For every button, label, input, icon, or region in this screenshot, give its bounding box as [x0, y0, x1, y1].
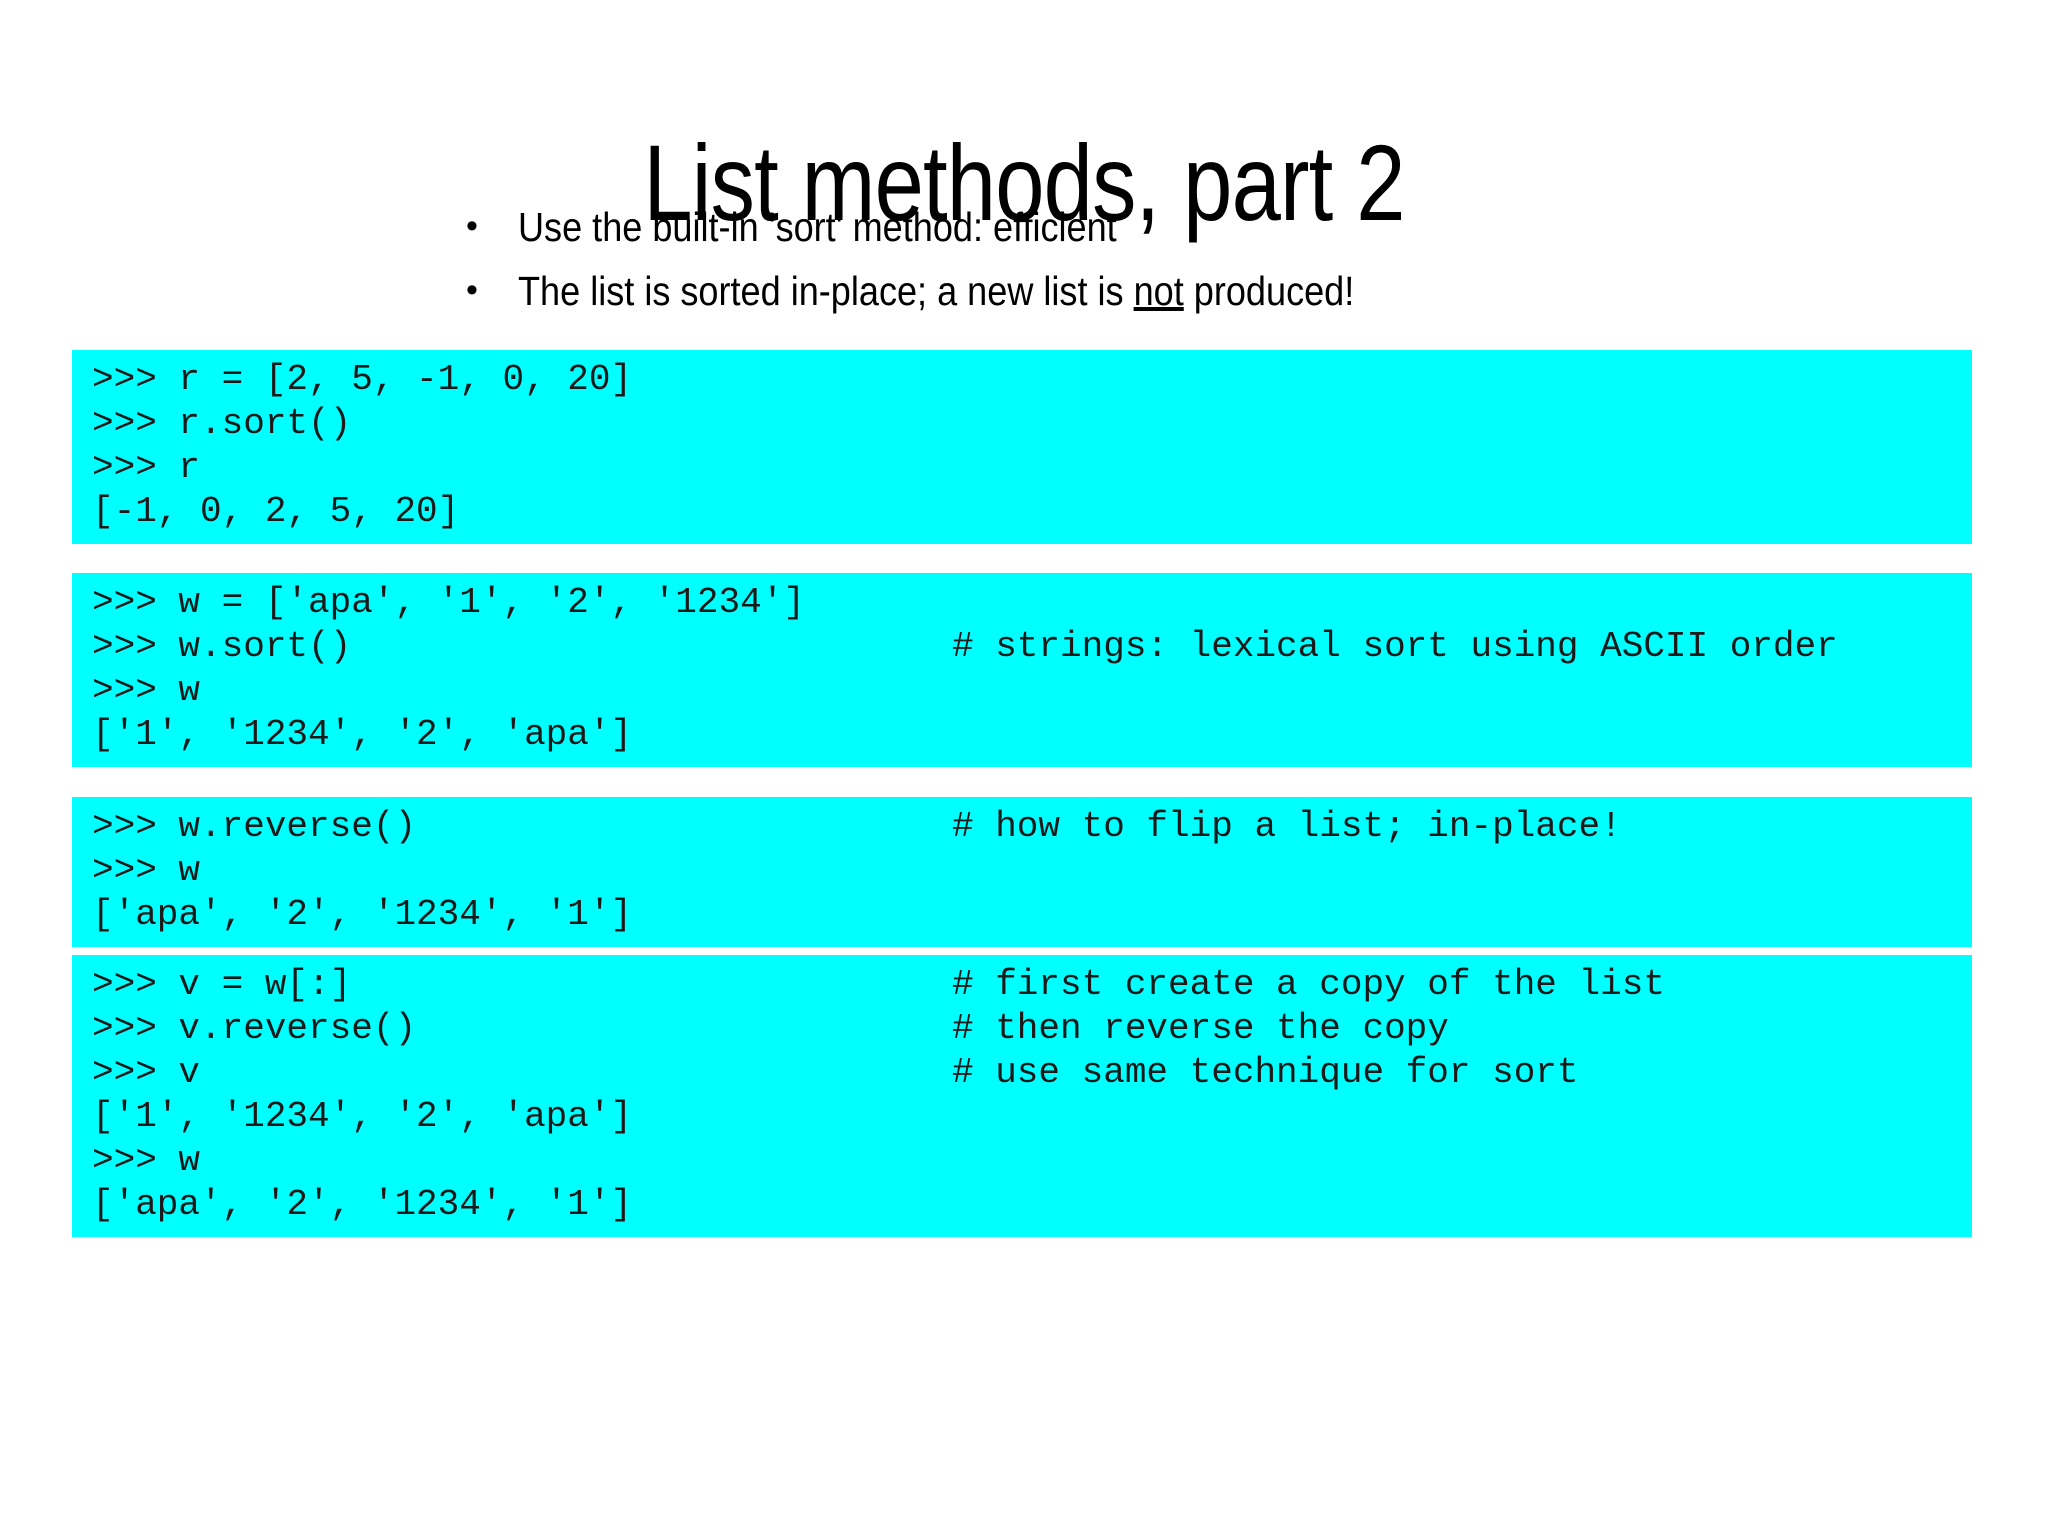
code-line: ['apa', '2', '1234', '1']: [72, 893, 1972, 937]
code-statement: >>> r.sort(): [92, 403, 352, 444]
code-statement: >>> w = ['apa', '1', '2', '1234']: [92, 582, 805, 623]
code-line: >>> v = w[:] # first create a copy of the…: [72, 963, 1972, 1007]
code-line: >>> r.sort(): [72, 402, 1972, 446]
code-statement: >>> r: [92, 447, 201, 488]
bullet-item: • The list is sorted in-place; a new list…: [440, 267, 1840, 315]
code-statement: >>> w: [92, 850, 201, 891]
code-line: >>> w = ['apa', '1', '2', '1234']: [72, 581, 1972, 625]
bullet-text-segment: Use the built-in 'sort' method: efficien…: [518, 204, 1117, 250]
code-line: >>> w.reverse() # how to flip a list; in-…: [72, 805, 1972, 849]
code-line: >>> w: [72, 669, 1972, 713]
code-line: ['1', '1234', '2', 'apa']: [72, 1095, 1972, 1139]
code-statement: ['1', '1234', '2', 'apa']: [92, 714, 633, 755]
bullet-text-segment: The list is sorted in-place; a new list …: [518, 267, 1134, 314]
code-line: ['apa', '2', '1234', '1']: [72, 1183, 1972, 1227]
code-statement: [-1, 0, 2, 5, 20]: [92, 491, 460, 532]
code-line: >>> r: [72, 446, 1972, 490]
bullet-list: • Use the built-in 'sort' method: efficie…: [440, 204, 1840, 333]
bullet-point-icon: •: [466, 270, 478, 309]
code-line: >>> r = [2, 5, -1, 0, 20]: [72, 358, 1972, 402]
bullet-text-segment: produced!: [1183, 267, 1355, 314]
code-comment: # first create a copy of the list: [952, 964, 1665, 1005]
code-statement: >>> w.sort(): [92, 626, 352, 667]
code-line: >>> v.reverse() # then reverse the copy: [72, 1007, 1972, 1051]
code-comment: # use same technique for sort: [952, 1052, 1579, 1093]
code-comment: # then reverse the copy: [952, 1008, 1449, 1049]
page-title: List methods, part 2: [643, 122, 1405, 244]
code-statement: >>> v.reverse(): [92, 1008, 417, 1049]
code-line: >>> w.sort() # strings: lexical sort usin…: [72, 625, 1972, 669]
code-block-3: >>> w.reverse() # how to flip a list; in-…: [72, 797, 1972, 947]
bullet-point-icon: •: [466, 207, 478, 245]
code-line: >>> v # use same technique for sort: [72, 1051, 1972, 1095]
code-block-4: >>> v = w[:] # first create a copy of the…: [72, 955, 1972, 1237]
code-block-2: >>> w = ['apa', '1', '2', '1234']>>> w.s…: [72, 573, 1972, 767]
code-statement: ['apa', '2', '1234', '1']: [92, 1184, 633, 1225]
code-block-1: >>> r = [2, 5, -1, 0, 20]>>> r.sort()>>>…: [72, 350, 1972, 544]
bullet-item: • Use the built-in 'sort' method: efficie…: [440, 204, 1840, 251]
bullet-item-label: Use the built-in 'sort' method: efficien…: [518, 204, 1681, 251]
code-statement: >>> r = [2, 5, -1, 0, 20]: [92, 359, 633, 400]
code-statement: >>> v = w[:]: [92, 964, 352, 1005]
code-statement: >>> w: [92, 670, 201, 711]
code-statement: >>> w.reverse(): [92, 806, 417, 847]
bullet-emphasis-text: not: [1133, 267, 1184, 314]
code-statement: >>> w: [92, 1140, 201, 1181]
code-line: ['1', '1234', '2', 'apa']: [72, 713, 1972, 757]
code-comment: # strings: lexical sort using ASCII orde…: [952, 626, 1838, 667]
code-statement: >>> v: [92, 1052, 201, 1093]
code-comment: # how to flip a list; in-place!: [952, 806, 1622, 847]
code-line: [-1, 0, 2, 5, 20]: [72, 490, 1972, 534]
code-statement: ['apa', '2', '1234', '1']: [92, 894, 633, 935]
code-statement: ['1', '1234', '2', 'apa']: [92, 1096, 633, 1137]
code-line: >>> w: [72, 1139, 1972, 1183]
bullet-item-label: The list is sorted in-place; a new list …: [518, 267, 1681, 315]
code-line: >>> w: [72, 849, 1972, 893]
